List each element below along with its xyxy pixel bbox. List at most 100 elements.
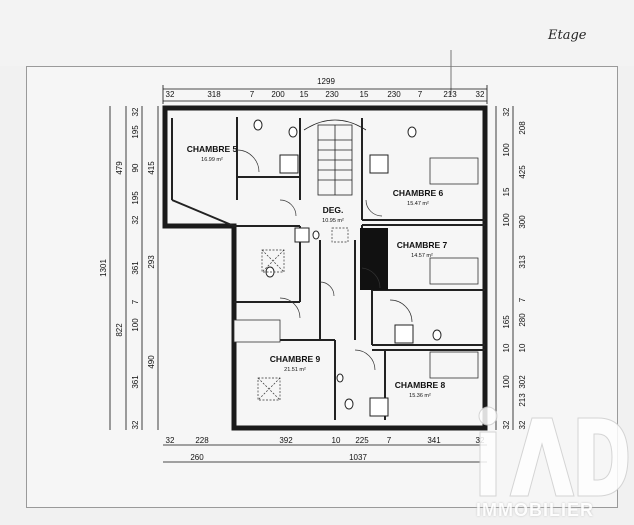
dim-top-6: 15 [360,90,369,99]
dim-right-inner-5: 10 [502,343,511,352]
bottom-dimension-lines [163,444,487,463]
sheet-header-area [0,0,634,66]
room-area-5: 15.36 m² [409,393,431,399]
top-dimension-lines [162,85,488,104]
dim-right-outer-6: 10 [518,343,527,352]
dim-right-inner-1: 100 [502,143,511,157]
shower-icon [394,324,414,344]
dim-left-inner-1: 293 [147,255,156,269]
dim-right-inner-4: 165 [502,315,511,329]
right-dimensions: 208 425 300 313 7 280 10 302 213 32 32 100 15 100 165 1… [502,107,527,429]
dim-right-inner-6: 100 [502,375,511,389]
dim-left-outer-3: 195 [131,191,140,205]
dim-right-outer-5: 280 [518,313,527,327]
shaft-block [360,228,388,290]
dim-left-outer-1: 195 [131,125,140,139]
toilet-icon [432,329,442,341]
dim-top-8: 7 [418,90,423,99]
staircase [303,119,367,196]
exterior-walls [162,105,488,431]
dim-top-0: 32 [166,90,175,99]
room-area-0: 16.99 m² [201,157,223,163]
dim-bottom-row2-1: 1037 [349,453,367,462]
dim-bottom-row1-0: 32 [166,436,175,445]
toilet-icon [407,126,417,138]
dim-bottom-row1-2: 392 [279,436,293,445]
dim-right-outer-7: 302 [518,375,527,389]
dim-right-inner-3: 100 [502,213,511,227]
toilet-icon [253,119,263,131]
dim-left-outer-6: 7 [131,299,140,304]
room-name-0: CHAMBRE 5 [187,144,238,154]
door-swings [236,149,413,371]
sink-icon [312,230,320,240]
dim-top-2: 7 [250,90,255,99]
skylights [257,227,349,401]
dim-right-outer-8: 213 [518,393,527,407]
dim-left-outer-9: 32 [131,420,140,429]
dim-bottom-row1-1: 228 [195,436,209,445]
room-name-1: CHAMBRE 6 [393,188,444,198]
room-name-4: CHAMBRE 9 [270,354,321,364]
right-dimension-lines [495,106,514,430]
room-area-1: 15.47 m² [407,201,429,207]
room-area-4: 21.51 m² [284,367,306,373]
dim-right-outer-9: 32 [518,420,527,429]
top-dimensions: 32 318 7 200 15 230 15 230 7 213 32 [166,90,485,99]
dim-right-inner-2: 15 [502,187,511,196]
dim-top-10: 32 [476,90,485,99]
dim-left-inner-2: 490 [147,355,156,369]
dim-top-5: 230 [325,90,339,99]
dim-left-inner-0: 415 [147,161,156,175]
floor-label: Etage [548,28,587,43]
dim-right-inner-7: 32 [502,420,511,429]
shower-icon [369,397,389,417]
dim-bottom-row1-5: 7 [387,436,392,445]
dim-right-outer-4: 7 [518,297,527,302]
left-dimensions: 479 822 32 195 90 195 32 361 7 100 361 32 415 293 490 [115,107,156,429]
dim-bottom-row1-3: 10 [332,436,341,445]
dim-bottom-row1-6: 341 [427,436,441,445]
room-name-3: CHAMBRE 7 [397,240,448,250]
room-name-5: CHAMBRE 8 [395,380,446,390]
interior-walls [171,117,485,420]
dim-left-outer-0: 32 [131,107,140,116]
toilet-icon [288,126,298,138]
dim-bottom-row2-0: 260 [190,453,204,462]
dim-right-outer-3: 313 [518,255,527,269]
room-name-2: DEG. [323,205,344,215]
dim-left-total: 1301 [99,259,108,277]
dim-left-outer-5: 361 [131,261,140,275]
shower-icon [279,154,299,174]
dim-top-3: 200 [271,90,285,99]
iad-logo [478,406,629,497]
window-bays [233,157,479,379]
dim-right-inner-0: 32 [502,107,511,116]
sink-icon [336,373,344,383]
toilet-icon [344,398,354,410]
dim-top-1: 318 [207,90,221,99]
dim-left-outer-2: 90 [131,163,140,172]
dim-right-outer-1: 425 [518,165,527,179]
dim-top-9: 213 [443,90,457,99]
dim-right-outer-2: 300 [518,215,527,229]
dim-left-mid-1: 822 [115,323,124,337]
dim-bottom-row1-4: 225 [355,436,369,445]
room-area-3: 14.57 m² [411,253,433,259]
left-dimension-lines [109,106,159,430]
dim-right-outer-0: 208 [518,121,527,135]
shower-icon [294,227,310,243]
dim-left-outer-4: 32 [131,215,140,224]
dim-top-7: 230 [387,90,401,99]
dim-top-total: 1299 [317,77,335,86]
bottom-dimensions: 32228392102257341322601037 [166,436,485,462]
dim-left-outer-7: 100 [131,318,140,332]
dim-top-4: 15 [300,90,309,99]
dim-left-outer-8: 361 [131,375,140,389]
shower-icon [369,154,389,174]
watermark-subtitle: IMMOBILIER [476,500,594,520]
room-area-2: 10.95 m² [322,218,344,224]
sanitary-fixtures [253,119,442,417]
dim-left-mid-0: 479 [115,161,124,175]
